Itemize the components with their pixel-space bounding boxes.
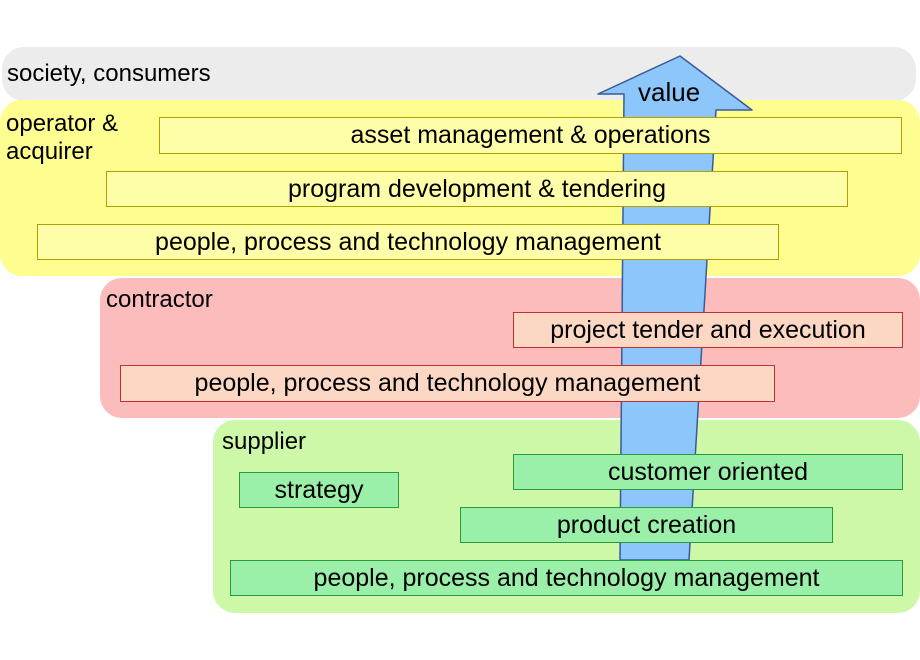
contractor-people-process-box: people, process and technology managemen…: [120, 365, 775, 402]
operator-label: operator & acquirer: [6, 110, 119, 165]
society-label: society, consumers: [7, 60, 211, 87]
society-zone: [2, 47, 916, 101]
project-tender-box: project tender and execution: [513, 312, 903, 348]
customer-oriented-box: customer oriented: [513, 454, 903, 490]
contractor-label: contractor: [106, 286, 213, 313]
supplier-people-process-box: people, process and technology managemen…: [230, 560, 903, 596]
program-development-box: program development & tendering: [106, 171, 848, 207]
supplier-label: supplier: [222, 428, 307, 455]
strategy-box: strategy: [239, 472, 399, 508]
asset-management-box: asset management & operations: [159, 117, 902, 154]
product-creation-box: product creation: [460, 507, 833, 543]
value-label: value: [638, 77, 701, 107]
operator-people-process-box: people, process and technology managemen…: [37, 224, 779, 260]
